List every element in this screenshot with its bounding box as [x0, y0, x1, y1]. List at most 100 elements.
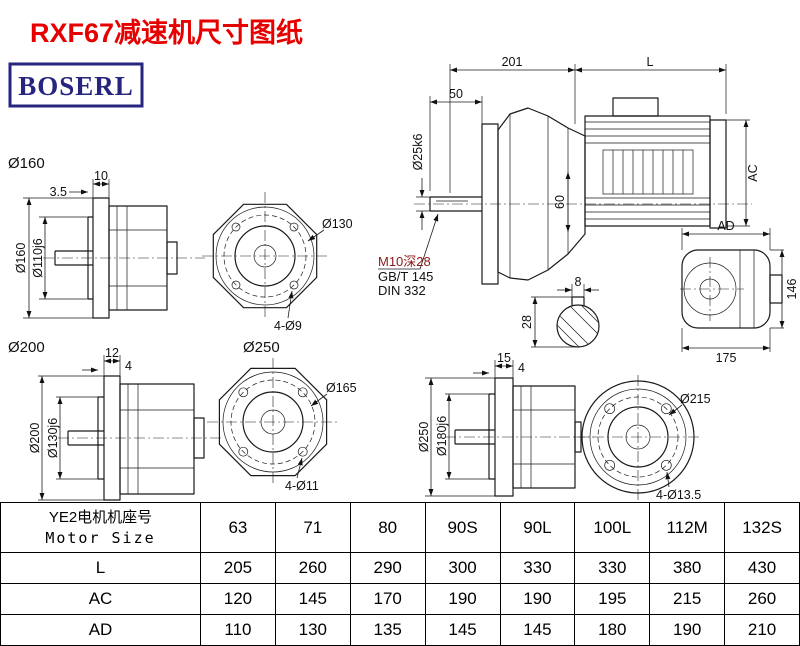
dim-gearbox-length: 201	[502, 55, 523, 69]
flange-outline	[218, 367, 328, 477]
dim-flange-thickness-250: 15	[497, 351, 511, 365]
column-header-63: 63	[200, 502, 276, 553]
dim-AD: AD	[717, 219, 734, 233]
column-header-132S: 132S	[724, 502, 800, 553]
table-cell: 145	[424, 614, 501, 646]
column-header-112M: 112M	[649, 502, 726, 553]
logo-border	[8, 62, 144, 108]
section-label-160: Ø160	[8, 155, 45, 172]
dim-shaft-key-height: 28	[520, 315, 534, 329]
table-cell: 130	[274, 614, 351, 646]
motor-size-header-cn: YE2电机机座号	[48, 509, 153, 527]
dim-spigot-length-200: 4	[125, 359, 132, 373]
section-label-200: Ø200	[8, 339, 45, 356]
table-cell: 145	[274, 583, 351, 615]
bolt-holes	[231, 222, 299, 290]
note-tap: M10深28	[378, 254, 431, 269]
table-cell: 135	[349, 614, 426, 646]
table-cell: 300	[424, 552, 501, 584]
note-std1: GB/T 145	[378, 269, 433, 284]
table-cell: 190	[649, 614, 726, 646]
flange-outline	[212, 203, 318, 309]
shaft-key-section: 8 28	[520, 275, 600, 348]
center-cross	[207, 358, 339, 486]
dim-hub-width-60: 60	[553, 195, 567, 209]
page-title: RXF67减速机尺寸图纸	[30, 17, 303, 48]
technical-drawing: RXF67减速机尺寸图纸 BOSERL Ø160 Ø200 Ø250 10 3.…	[8, 17, 799, 502]
note-std2: DIN 332	[378, 283, 426, 298]
view-200-side: 12 4 Ø200 Ø130j6	[28, 346, 224, 501]
main-assembly-view: 201 L 50 Ø25k6 60 AC	[411, 55, 760, 285]
section-label-250: Ø250	[243, 339, 280, 356]
table-row-L: L 205 260 290 300 330 330 380 430	[0, 552, 800, 584]
row-label-AC: AC	[0, 583, 201, 615]
table-cell: 205	[200, 552, 276, 584]
dim-motor-height-AC: AC	[746, 164, 760, 181]
flange-130-front: Ø130 4-Ø9	[202, 192, 353, 333]
center-cross	[574, 375, 702, 501]
dim-flange-od-200: Ø200	[28, 423, 42, 454]
table-cell: 210	[724, 614, 800, 646]
column-header-90L: 90L	[499, 502, 576, 553]
dim-spigot-dia-160: Ø110j6	[31, 238, 45, 277]
table-cell: 190	[424, 583, 501, 615]
input-shaft	[429, 196, 482, 212]
table-cell: 380	[649, 552, 726, 584]
table-cell: 430	[724, 552, 800, 584]
dims-main: 201 L 50 Ø25k6 60 AC	[411, 55, 760, 232]
motor-size-header-en: Motor Size	[45, 528, 156, 547]
stator	[602, 149, 694, 195]
dim-spigot-dia-200: Ø130j6	[46, 418, 60, 458]
table-cell: 110	[200, 614, 276, 646]
flange-215-front: Ø215 4-Ø13.5	[574, 375, 711, 502]
dim-holes-215: 4-Ø13.5	[656, 488, 701, 502]
fan-cover	[709, 119, 727, 229]
terminal-box	[612, 97, 659, 117]
table-cell: 170	[349, 583, 426, 615]
table-cell: 330	[499, 552, 576, 584]
keyway	[571, 296, 585, 306]
dim-146: 146	[785, 279, 799, 300]
output-stub	[769, 274, 783, 304]
dims-top-view: AD 146 175	[681, 219, 799, 365]
motor-size-table: YE2电机机座号 Motor Size 63 71 80 90S 90L 100…	[0, 502, 800, 646]
dim-flange-od-250: Ø250	[417, 422, 431, 453]
dim-flange-thickness-200: 12	[105, 346, 119, 360]
dims-160: 10 3.5 Ø160 Ø110j6	[14, 169, 110, 319]
dim-bolt-circle-165: Ø165	[326, 381, 357, 395]
column-header-100L: 100L	[574, 502, 651, 553]
table-cell: 215	[649, 583, 726, 615]
dim-shaft-dia: Ø25k6	[411, 134, 425, 171]
dim-holes-165: 4-Ø11	[285, 479, 319, 493]
logo-text: BOSERL	[18, 71, 134, 101]
gearbox-outline-200	[67, 375, 205, 501]
dim-motor-length-L: L	[647, 55, 654, 69]
note-leader	[378, 213, 439, 270]
dim-key-width: 8	[575, 275, 582, 289]
flange-165-front: Ø165 4-Ø11	[207, 358, 357, 493]
table-row-AD: AD 110 130 135 145 145 180 190 210	[0, 614, 800, 646]
table-cell: 195	[574, 583, 651, 615]
dim-flange-thickness-160: 10	[94, 169, 108, 183]
table-cell: 260	[274, 552, 351, 584]
size-table-section: YE2电机机座号 Motor Size 63 71 80 90S 90L 100…	[0, 502, 800, 646]
row-label-L: L	[0, 552, 201, 584]
column-header-80: 80	[349, 502, 426, 553]
section-hatch	[557, 305, 599, 347]
table-row-AC: AC 120 145 170 190 190 195 215 260	[0, 583, 800, 615]
table-cell: 145	[499, 614, 576, 646]
gearbox-top-view: AD 146 175	[680, 219, 799, 365]
tap-notes: M10深28 GB/T 145 DIN 332	[378, 213, 439, 298]
table-cell: 290	[349, 552, 426, 584]
gear-housing	[497, 107, 586, 281]
table-cell: 260	[724, 583, 800, 615]
view-250-side: 15 4 Ø250 Ø180j6	[417, 351, 595, 497]
dims-200: 12 4 Ø200 Ø130j6	[28, 346, 132, 501]
dim-bolt-circle-130: Ø130	[322, 217, 353, 231]
dim-spigot-dia-250: Ø180j6	[435, 416, 449, 456]
dim-flange-od-160: Ø160	[14, 243, 28, 274]
dim-spigot-length-160: 3.5	[50, 185, 67, 199]
shaft-circle	[556, 304, 600, 348]
dims-250: 15 4 Ø250 Ø180j6	[417, 351, 525, 497]
dim-spigot-length-250: 4	[518, 361, 525, 375]
